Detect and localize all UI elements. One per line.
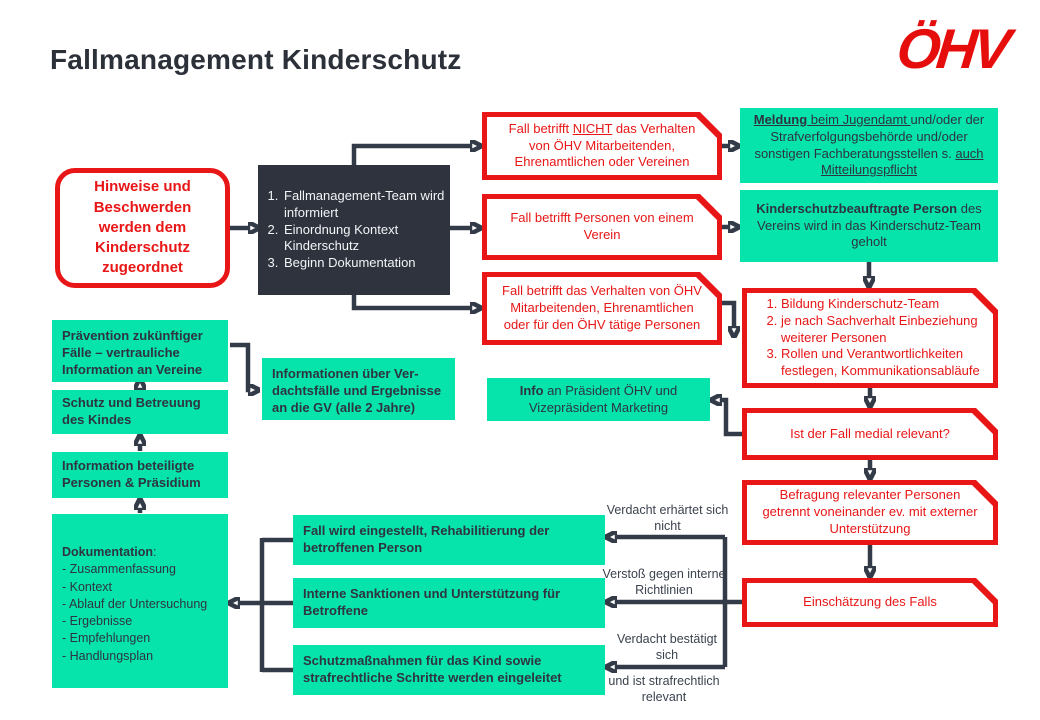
prevention-box: Prävention zukünftiger Fälle – vertrauli… bbox=[52, 320, 228, 382]
inform-persons-box: Information beteiligte Personen & Präsid… bbox=[52, 452, 228, 498]
case-oehv-text: Fall betrifft das Verhalten von ÖHV Mita… bbox=[487, 277, 717, 340]
start-box-text: Hinweise und Beschwerden werden dem Kind… bbox=[93, 178, 192, 277]
media-relevance-text: Ist der Fall medial relevant? bbox=[747, 413, 993, 455]
gv-info-box: Informationen über Ver- dachtsfälle und … bbox=[262, 358, 455, 420]
gv-info-line: dachtsfälle und Ergebnisse bbox=[272, 382, 442, 398]
interview-text: Befragung relevanter Personen getrennt v… bbox=[747, 485, 993, 540]
team-steps-box: Fallmanagement-Team wird informiert Eino… bbox=[258, 165, 450, 295]
arrow-prevention-to-gvinfo bbox=[230, 342, 250, 390]
documentation-item: - Ablauf der Untersuchung bbox=[62, 596, 208, 611]
club-officer-box: Kinderschutzbeauftragte Person des Verei… bbox=[740, 190, 998, 262]
oehv-logo-text: ÖHV bbox=[894, 16, 1010, 80]
media-relevance-box: Ist der Fall medial relevant? bbox=[742, 408, 998, 460]
documentation-item: - Empfehlungen bbox=[62, 631, 151, 646]
team-building-step: je nach Sachverhalt Einbeziehung weitere… bbox=[781, 313, 981, 347]
outcome-protection-box: Schutzmaßnahmen für das Kind sowie straf… bbox=[293, 645, 605, 695]
case-club-text: Fall betrifft Personen von einem Verein bbox=[487, 199, 717, 255]
gv-info-line: Informationen über Ver- bbox=[272, 366, 419, 381]
team-steps-list: Fallmanagement-Team wird informiert Eino… bbox=[258, 188, 450, 272]
report-authorities-box: Meldung beim Jugendamt und/oder der Stra… bbox=[740, 108, 998, 183]
case-club-box: Fall betrifft Personen von einem Verein bbox=[482, 194, 722, 260]
team-building-list-wrap: Bildung Kinderschutz-Team je nach Sachve… bbox=[747, 293, 993, 383]
outcome-sanctions-box: Interne Sanktionen und Unterstützung für… bbox=[293, 578, 605, 628]
arrow-team-to-case1 bbox=[351, 146, 472, 165]
president-info-text: Info an Präsident ÖHV und Vizepräsident … bbox=[519, 382, 678, 415]
documentation-item: - Ergebnisse bbox=[62, 614, 133, 628]
team-step: Fallmanagement-Team wird informiert bbox=[282, 188, 450, 222]
case-oehv-box: Fall betrifft das Verhalten von ÖHV Mita… bbox=[482, 272, 722, 345]
club-officer-text: Kinderschutzbeauftragte Person des Verei… bbox=[756, 200, 982, 250]
start-box: Hinweise und Beschwerden werden dem Kind… bbox=[55, 168, 230, 288]
gv-info-line: an die GV (alle 2 Jahre) bbox=[272, 399, 416, 415]
arrow-case3-to-teambuilding bbox=[722, 300, 734, 328]
arrow-team-to-case3 bbox=[351, 295, 472, 308]
president-info-box: Info an Präsident ÖHV und Vizepräsident … bbox=[487, 378, 710, 421]
team-step: Beginn Dokumentation bbox=[282, 255, 450, 272]
arrow-media-to-president bbox=[720, 400, 742, 437]
edge-label-violation: Verstoß gegen interne Richtlinien bbox=[602, 567, 726, 597]
edge-label-not-confirmed: Verdacht erhärtet sich nicht bbox=[606, 503, 729, 533]
outcome-closed-box: Fall wird eingestellt, Rehabilitierung d… bbox=[293, 515, 605, 565]
edge-label-confirmed: Verdacht bestätigt sich bbox=[616, 632, 718, 662]
documentation-item: - Zusammenfassung bbox=[62, 562, 176, 577]
documentation-item: - Kontext bbox=[62, 579, 113, 594]
assessment-box: Einschätzung des Falls bbox=[742, 578, 998, 627]
team-building-box: Bildung Kinderschutz-Team je nach Sachve… bbox=[742, 288, 998, 388]
page-title: Fallmanagement Kinderschutz bbox=[50, 44, 462, 75]
oehv-logo: ÖHV bbox=[883, 4, 1020, 92]
assessment-text: Einschätzung des Falls bbox=[747, 583, 993, 622]
documentation-item: - Handlungsplan bbox=[62, 648, 154, 663]
case-not-oehv-text: Fall betrifft NICHT das Verhalten von ÖH… bbox=[487, 117, 717, 175]
team-step: Einordnung Kontext Kinderschutz bbox=[282, 222, 450, 256]
documentation-box: Dokumentation: - Zusammenfassung - Konte… bbox=[52, 514, 228, 688]
team-building-list: Bildung Kinderschutz-Team je nach Sachve… bbox=[759, 296, 981, 380]
case-not-oehv-box: Fall betrifft NICHT das Verhalten von ÖH… bbox=[482, 112, 722, 180]
child-care-box: Schutz und Betreuung des Kindes bbox=[52, 390, 228, 434]
team-building-step: Bildung Kinderschutz-Team bbox=[781, 296, 981, 313]
interview-box: Befragung relevanter Personen getrennt v… bbox=[742, 480, 998, 545]
report-authorities-text: Meldung beim Jugendamt und/oder der Stra… bbox=[753, 111, 985, 178]
edge-label-criminal: und ist strafrechtlich relevant bbox=[608, 674, 720, 704]
team-building-step: Rollen und Verantwortlichkeiten festlege… bbox=[781, 346, 981, 380]
documentation-title: Dokumentation: bbox=[62, 545, 157, 559]
